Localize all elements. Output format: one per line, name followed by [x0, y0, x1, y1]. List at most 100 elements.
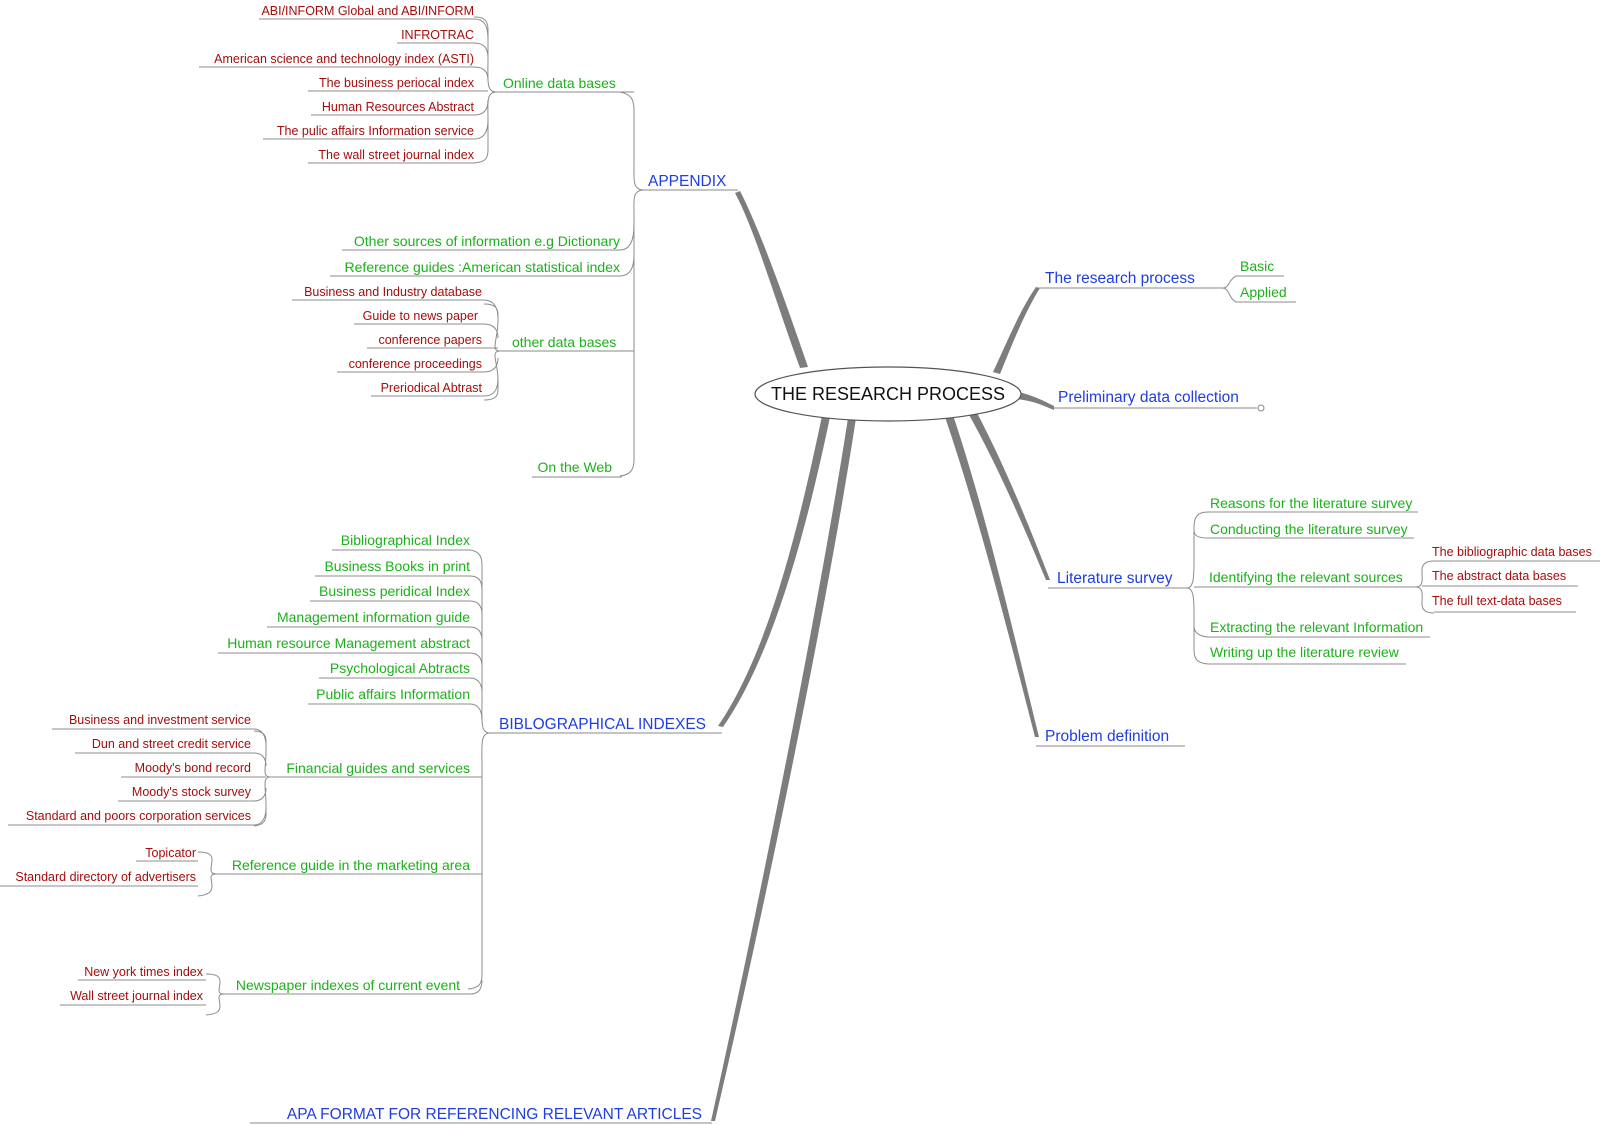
item-connector	[199, 66, 489, 81]
list-item[interactable]: conference proceedings	[349, 357, 482, 371]
item-connector	[397, 42, 489, 59]
item-connector	[315, 575, 483, 591]
applied-connector	[1221, 287, 1296, 303]
problem-label[interactable]: Problem definition	[1045, 728, 1169, 745]
list-item[interactable]: Management information guide	[277, 609, 470, 625]
trunk-prelim	[1015, 391, 1054, 410]
list-item[interactable]: The pulic affairs Information service	[277, 124, 474, 138]
trunk-appendix	[735, 191, 808, 368]
list-item[interactable]: The bibliographic data bases	[1432, 545, 1592, 559]
item-connector	[371, 377, 499, 397]
list-item[interactable]: The full text-data bases	[1432, 594, 1562, 608]
sources-spine-down	[1415, 586, 1435, 614]
biblio-label[interactable]: BIBLOGRAPHICAL INDEXES	[499, 716, 706, 733]
item-connector	[259, 18, 489, 41]
item-connector	[75, 752, 267, 767]
trunk-apa	[711, 418, 856, 1121]
list-item[interactable]: Moody's stock survey	[132, 785, 252, 799]
biblio-spine-up	[469, 549, 491, 734]
newspaper-spine-down	[205, 993, 225, 1016]
list-item[interactable]: Basic	[1240, 258, 1274, 274]
list-item[interactable]: Identifying the relevant sources	[1209, 569, 1403, 585]
newspaper-label[interactable]: Newspaper indexes of current event	[236, 977, 460, 993]
newspaper-underline	[224, 979, 483, 995]
online-db-label[interactable]: Online data bases	[503, 75, 616, 91]
item-connector	[118, 787, 267, 802]
other-db-label[interactable]: other data bases	[512, 334, 616, 350]
list-item[interactable]: Business peridical Index	[319, 583, 470, 599]
list-item[interactable]: New york times index	[84, 965, 204, 979]
research-label[interactable]: The research process	[1045, 270, 1195, 287]
online-db-items: ABI/INFORM Global and ABI/INFORM INFROTR…	[199, 4, 489, 164]
literature-spine-up	[1186, 511, 1209, 589]
list-item[interactable]: Wall street journal index	[70, 989, 204, 1003]
list-item[interactable]: Human Resources Abstract	[322, 100, 475, 114]
list-item[interactable]: Writing up the literature review	[1210, 644, 1400, 660]
apa-label[interactable]: APA FORMAT FOR REFERENCING RELEVANT ARTI…	[287, 1106, 702, 1123]
list-item[interactable]: conference papers	[378, 333, 482, 347]
item-connector	[267, 626, 483, 641]
reference-guides-connector	[330, 254, 635, 277]
item-connector	[354, 323, 499, 339]
list-item[interactable]: Dun and street credit service	[92, 737, 251, 751]
list-item[interactable]: Bibliographical Index	[341, 532, 470, 548]
list-item[interactable]: Business and Industry database	[304, 285, 482, 299]
newspaper-spine-up	[205, 973, 225, 995]
marketing-spine-up	[197, 851, 217, 875]
list-item[interactable]: Psychological Abtracts	[330, 660, 470, 676]
prelim-branch: Preliminary data collection	[1054, 389, 1265, 412]
literature-label[interactable]: Literature survey	[1057, 570, 1173, 587]
list-item[interactable]: Human resource Management abstract	[227, 635, 470, 651]
biblio-items: Bibliographical Index Business Books in …	[218, 532, 483, 721]
list-item[interactable]: The abstract data bases	[1432, 569, 1566, 583]
financial-spine-down	[253, 776, 271, 827]
center-node[interactable]: THE RESEARCH PROCESS	[754, 366, 1022, 422]
reference-guides-label[interactable]: Reference guides :American statistical i…	[345, 259, 620, 275]
trunk-biblio	[718, 416, 830, 727]
item-connector	[292, 299, 499, 319]
list-item[interactable]: Business and investment service	[69, 713, 251, 727]
problem-branch: Problem definition	[1036, 728, 1185, 747]
item-connector	[310, 600, 483, 615]
list-item[interactable]: Extracting the relevant Information	[1210, 619, 1423, 635]
list-item[interactable]: Reasons for the literature survey	[1210, 495, 1412, 511]
on-the-web-label[interactable]: On the Web	[538, 459, 613, 475]
list-item[interactable]: Public affairs Information	[316, 686, 470, 702]
list-item[interactable]: American science and technology index (A…	[214, 52, 474, 66]
apa-branch: APA FORMAT FOR REFERENCING RELEVANT ARTI…	[250, 1106, 712, 1124]
other-sources-label[interactable]: Other sources of information e.g Diction…	[354, 233, 620, 249]
collapse-toggle-icon[interactable]	[1257, 404, 1265, 412]
list-item[interactable]: The wall street journal index	[318, 148, 474, 162]
list-item[interactable]: ABI/INFORM Global and ABI/INFORM	[261, 4, 474, 18]
other-sources-connector	[342, 224, 635, 251]
item-connector	[218, 652, 483, 667]
list-item[interactable]: Conducting the literature survey	[1210, 521, 1408, 537]
research-branch: The research process Basic Applied	[1038, 258, 1296, 303]
financial-items: Business and investment service Dun and …	[8, 713, 267, 826]
biblio-spine-down	[467, 732, 491, 990]
trunks	[711, 191, 1054, 1121]
list-item[interactable]: Business Books in print	[324, 558, 470, 574]
list-item[interactable]: Moody's bond record	[135, 761, 251, 775]
biblio-branch: BIBLOGRAPHICAL INDEXES Bibliographical I…	[0, 532, 722, 1016]
item-connector	[1193, 529, 1414, 539]
list-item[interactable]: Guide to news paper	[363, 309, 478, 323]
marketing-label[interactable]: Reference guide in the marketing area	[232, 857, 470, 873]
online-db-spine-down	[473, 91, 497, 164]
appendix-label[interactable]: APPENDIX	[648, 173, 727, 190]
list-item[interactable]: Applied	[1240, 284, 1287, 300]
list-item[interactable]: Topicator	[145, 846, 196, 860]
list-item[interactable]: Preriodical Abtrast	[381, 381, 483, 395]
financial-label[interactable]: Financial guides and services	[286, 760, 470, 776]
list-item[interactable]: INFROTRAC	[401, 28, 474, 42]
marketing-items: Topicator Standard directory of advertis…	[0, 846, 198, 887]
prelim-label[interactable]: Preliminary data collection	[1058, 389, 1239, 406]
sources-spine-up	[1415, 560, 1435, 588]
trunk-problem	[945, 415, 1039, 737]
other-db-spine-down	[483, 350, 501, 401]
list-item[interactable]: Standard and poors corporation services	[26, 809, 251, 823]
list-item[interactable]: Standard directory of advertisers	[15, 870, 196, 884]
list-item[interactable]: The business periocal index	[319, 76, 475, 90]
item-connector	[337, 357, 499, 373]
